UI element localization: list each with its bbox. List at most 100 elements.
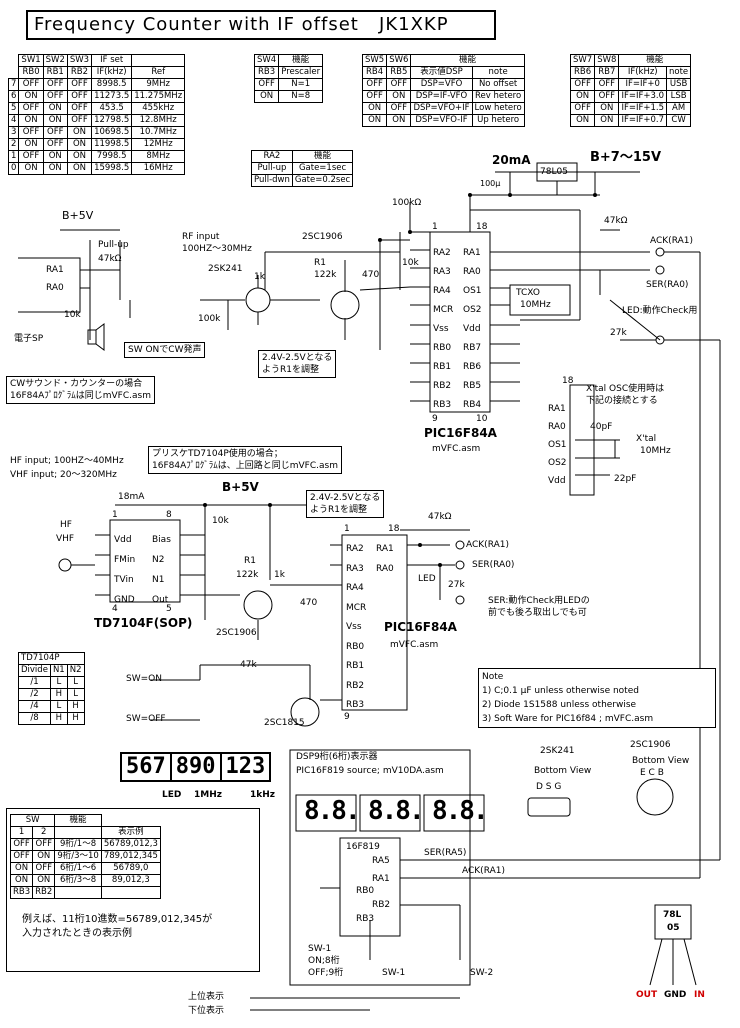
label-rf-input: RF input [182,232,220,242]
pin-label: RA0 [376,563,394,574]
label-led-note: LED:動作Check用 [622,306,698,316]
pin-label: RB3 [433,400,452,410]
xtal-note-2: 下記の接続とする [586,396,658,406]
pic2-asm: mVFC.asm [390,640,439,650]
pin-label: RB4 [463,400,482,410]
pin-label: GND [114,595,135,605]
label-ack: ACK(RA1) [650,236,693,246]
pin-label: OS1 [463,286,482,296]
pin-label: OS2 [463,305,482,315]
reg-gnd: GND [664,990,687,1000]
pin-label: RB1 [346,661,365,671]
label-78l05: 78L05 [540,167,568,177]
pin-label: Vdd [548,476,566,486]
pin-label: OS2 [548,458,567,468]
pic1-name: PIC16F84A [424,426,497,440]
label-27k-b: 27k [448,580,465,590]
label-bplus5v-b: B+5V [222,480,259,494]
dsp-table-frame [6,808,260,972]
dsp-sw1-off: OFF;9桁 [308,968,344,978]
td-name: TD7104F(SOP) [94,616,193,630]
label-tcxo: TCXO [516,288,540,298]
dsp-pin-ra1: RA1 [372,874,390,884]
label-1k-b: 1k [274,570,285,580]
label-bplus5v: B+5V [62,209,94,222]
pin-label: RB3 [346,700,365,710]
label-xtal: X'tal [636,434,657,444]
td-pin1: 1 [112,510,118,520]
label-2sc1906-b: 2SC1906 [216,628,257,638]
pin-label: RB5 [463,381,482,391]
pin-label: RA0 [548,422,566,432]
label-2sc1815: 2SC1815 [264,718,305,728]
dsp-pin-rb3: RB3 [356,914,375,924]
pin-label: RA0 [463,267,481,277]
pin-label: MCR [433,305,454,315]
pin-label: RA1 [548,404,566,414]
label-ser: SER(RA0) [646,280,689,290]
seg-display-1: 8.8. [304,796,361,826]
pic2-pin9: 9 [344,712,350,722]
label-ser-b: SER(RA0) [472,560,515,570]
label-1k: 1k [254,272,265,282]
reg-name-2: 05 [667,923,680,933]
pin-label: RA4 [346,583,364,593]
dsp-note-2: 入力されたときの表示例 [22,928,132,939]
pin-label: RA4 [433,286,451,296]
tr1-name: 2SK241 [540,746,575,756]
label-100k: 100k [198,314,221,324]
label-40pf: 40pF [590,422,613,432]
label-27k: 27k [610,328,627,338]
pic2-name: PIC16F84A [384,620,457,634]
ser-note-2: 前でも後ろ取出しでも可 [488,608,587,618]
dsp-chip: 16F819 [346,842,380,852]
pin-label: RB2 [433,381,452,391]
label-led: LED [418,574,436,584]
tr2-view: Bottom View [632,756,690,766]
dsp-sw1-b: SW-1 [382,968,406,978]
td-pin4: 4 [112,604,118,614]
label-ra0: RA0 [46,283,64,293]
note-box: Note 1) C;0.1 μF unless otherwise noted … [478,668,716,728]
reg-in: IN [694,990,705,1000]
pin-label: RB0 [346,641,365,652]
pin-label: Vdd [114,535,132,545]
pin-label: Bias [152,535,171,545]
xtal-note-1: X'tal OSC使用時は [586,384,665,394]
label-18ma: 18mA [118,492,145,502]
label-122k: 122k [314,270,337,280]
pin-label: N2 [152,555,165,565]
pin-label: RB2 [346,680,365,691]
label-47k: 47k [240,660,257,670]
dsp-upper: 上位表示 [188,992,225,1002]
label-hf: HF [60,520,72,530]
pin-label: RA1 [376,544,394,554]
label-rf-range: 100HZ～30MHz [182,244,252,254]
label-122k-b: 122k [236,570,259,580]
label-20ma: 20mA [492,153,531,167]
led-unit-1khz: 1kHz [250,790,276,800]
led-unit-led: LED [162,790,182,800]
cw-switch-note: SW ONでCW発声 [124,342,206,358]
label-r1-b: R1 [244,556,256,566]
led-display-sample: 567 890 123 [120,752,272,782]
label-47kohm: 47kΩ [98,254,122,264]
pin-label: RA1 [463,248,481,258]
